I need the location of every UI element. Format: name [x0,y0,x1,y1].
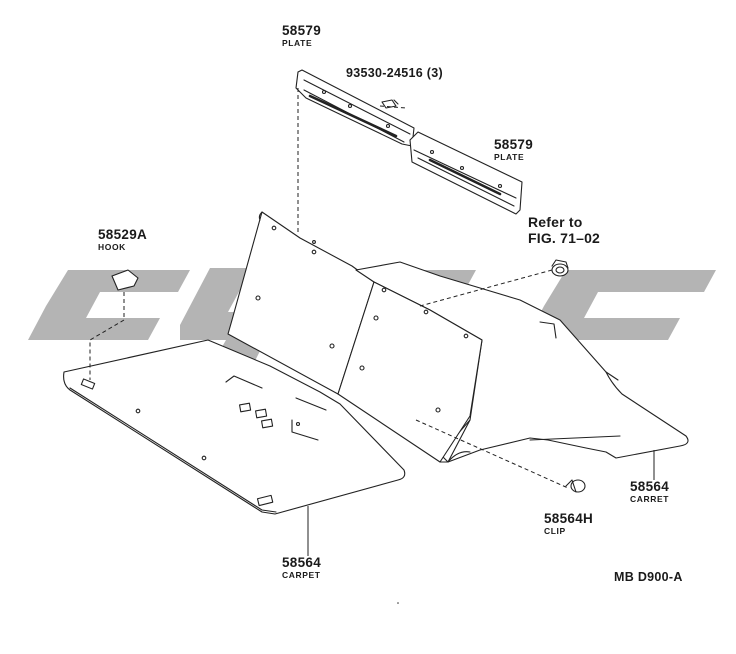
refer-label: Refer to FIG. 71–02 [528,214,600,246]
left-plate [295,69,415,147]
screw-label: 93530-24516 (3) [346,66,443,80]
refer-line-2: FIG. 71–02 [528,230,601,246]
hook-name: HOOK [98,242,126,252]
front-carpet-slots [80,375,327,507]
carpet-rear-label: 58564 CARRET [630,479,670,505]
plate-right-number: 58579 [494,137,534,152]
rear-carpet-outline [355,261,689,463]
plate-right-label: 58579 PLATE [494,137,534,163]
left-plate-holes [321,89,391,129]
leader-lines [307,450,655,556]
clip-name: CLIP [544,526,566,536]
left-panel-holes [255,225,335,349]
right-panel-holes [359,287,469,413]
carpet-rear-name: CARRET [630,494,670,504]
plate-left-name: PLATE [282,38,313,48]
right-plate [409,131,523,215]
carpet-rear-number: 58564 [630,479,670,494]
plate-right-name: PLATE [494,152,525,162]
carpet-front-name: CARPET [282,570,321,580]
plate-left-number: 58579 [282,23,322,38]
hook-number: 58529A [98,227,148,242]
carpet-front-label: 58564 CARPET [282,555,322,581]
right-plate-holes [429,149,503,189]
small-mark [397,602,399,604]
diagram-code: MB D900-A [614,570,683,584]
front-carpet-outline [63,339,406,515]
carpet-front-number: 58564 [282,555,322,570]
upper-clip-part [551,259,569,277]
refer-line-1: Refer to [528,214,583,230]
assembly-lines [89,88,569,489]
plate-left-label: 58579 PLATE [282,23,322,49]
clip-label: 58564H CLIP [544,511,594,537]
right-seatback-panel [337,281,483,463]
lower-clip-part [565,479,586,493]
front-carpet-edge [69,387,277,513]
hook-part [111,269,139,291]
clip-number: 58564H [544,511,594,526]
screw-part [381,99,399,109]
hook-label: 58529A HOOK [98,227,148,253]
